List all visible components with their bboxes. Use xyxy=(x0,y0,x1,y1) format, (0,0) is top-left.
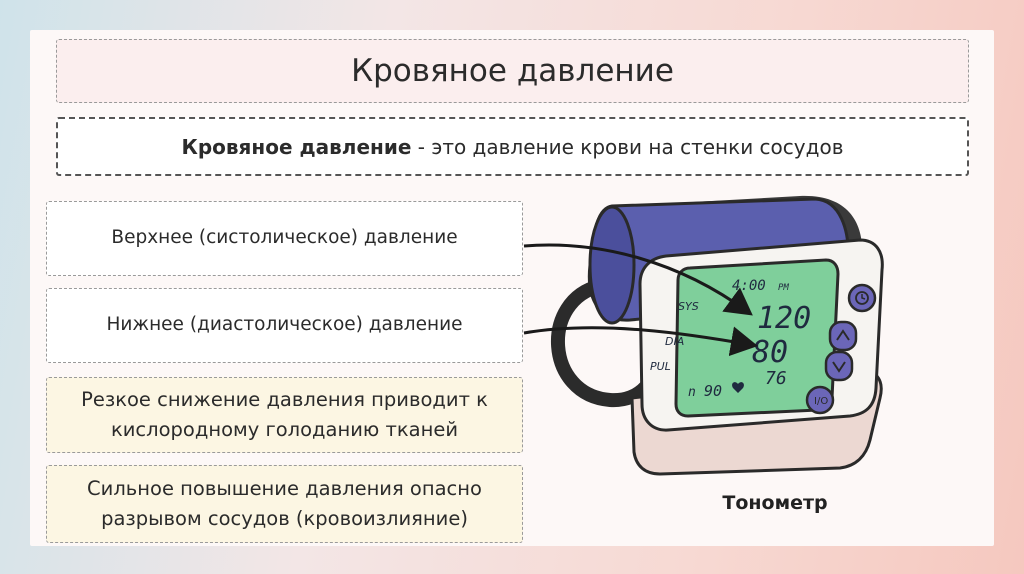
screen-time: 4:00 xyxy=(732,278,766,294)
definition-text: Кровяное давление - это давление крови н… xyxy=(182,135,844,159)
definition-term: Кровяное давление xyxy=(181,134,412,159)
power-button[interactable] xyxy=(805,385,835,415)
diastolic-box: Нижнее (диастолическое) давление xyxy=(46,288,523,363)
title-box: Кровяное давление xyxy=(56,39,969,103)
low-pressure-box: Резкое снижение давления приводит к кисл… xyxy=(46,377,523,453)
power-icon: I/O xyxy=(814,396,828,407)
arrow-systolic xyxy=(523,243,753,316)
screen-dia-value: 80 xyxy=(752,335,788,370)
systolic-text: Верхнее (систолическое) давление xyxy=(111,227,458,249)
pul-label: PUL xyxy=(650,360,671,373)
low-pressure-text: Резкое снижение давления приводит к кисл… xyxy=(81,387,488,441)
sys-label: SYS xyxy=(678,300,699,313)
screen-pulse-value: 90 xyxy=(704,382,722,400)
screen-pul-value: 76 xyxy=(765,368,787,389)
device-caption: Тонометр xyxy=(722,492,828,514)
arrow-diastolic xyxy=(523,326,758,357)
clock-hands-icon xyxy=(861,294,866,300)
dia-label: DIA xyxy=(665,335,684,348)
screen-ampm: PM xyxy=(778,283,789,293)
systolic-box: Верхнее (систолическое) давление xyxy=(46,201,523,276)
chevron-down-icon xyxy=(832,361,846,373)
down-button[interactable] xyxy=(824,350,854,382)
definition-box: Кровяное давление - это давление крови н… xyxy=(56,117,969,176)
clock-icon xyxy=(855,291,869,305)
tonometer-cuff-end xyxy=(588,205,636,325)
heart-icon xyxy=(732,382,744,393)
up-button[interactable] xyxy=(828,320,858,352)
screen-pulse-small: n xyxy=(688,385,696,400)
high-pressure-box: Сильное повышение давления опасно разрыв… xyxy=(46,465,523,543)
screen-sys-value: 120 xyxy=(757,301,811,336)
high-pressure-text: Сильное повышение давления опасно разрыв… xyxy=(87,476,482,530)
page-title: Кровяное давление xyxy=(351,53,674,89)
diastolic-text: Нижнее (диастолическое) давление xyxy=(106,314,463,336)
definition-rest: - это давление крови на стенки сосудов xyxy=(411,134,844,159)
chevron-up-icon xyxy=(836,329,850,341)
